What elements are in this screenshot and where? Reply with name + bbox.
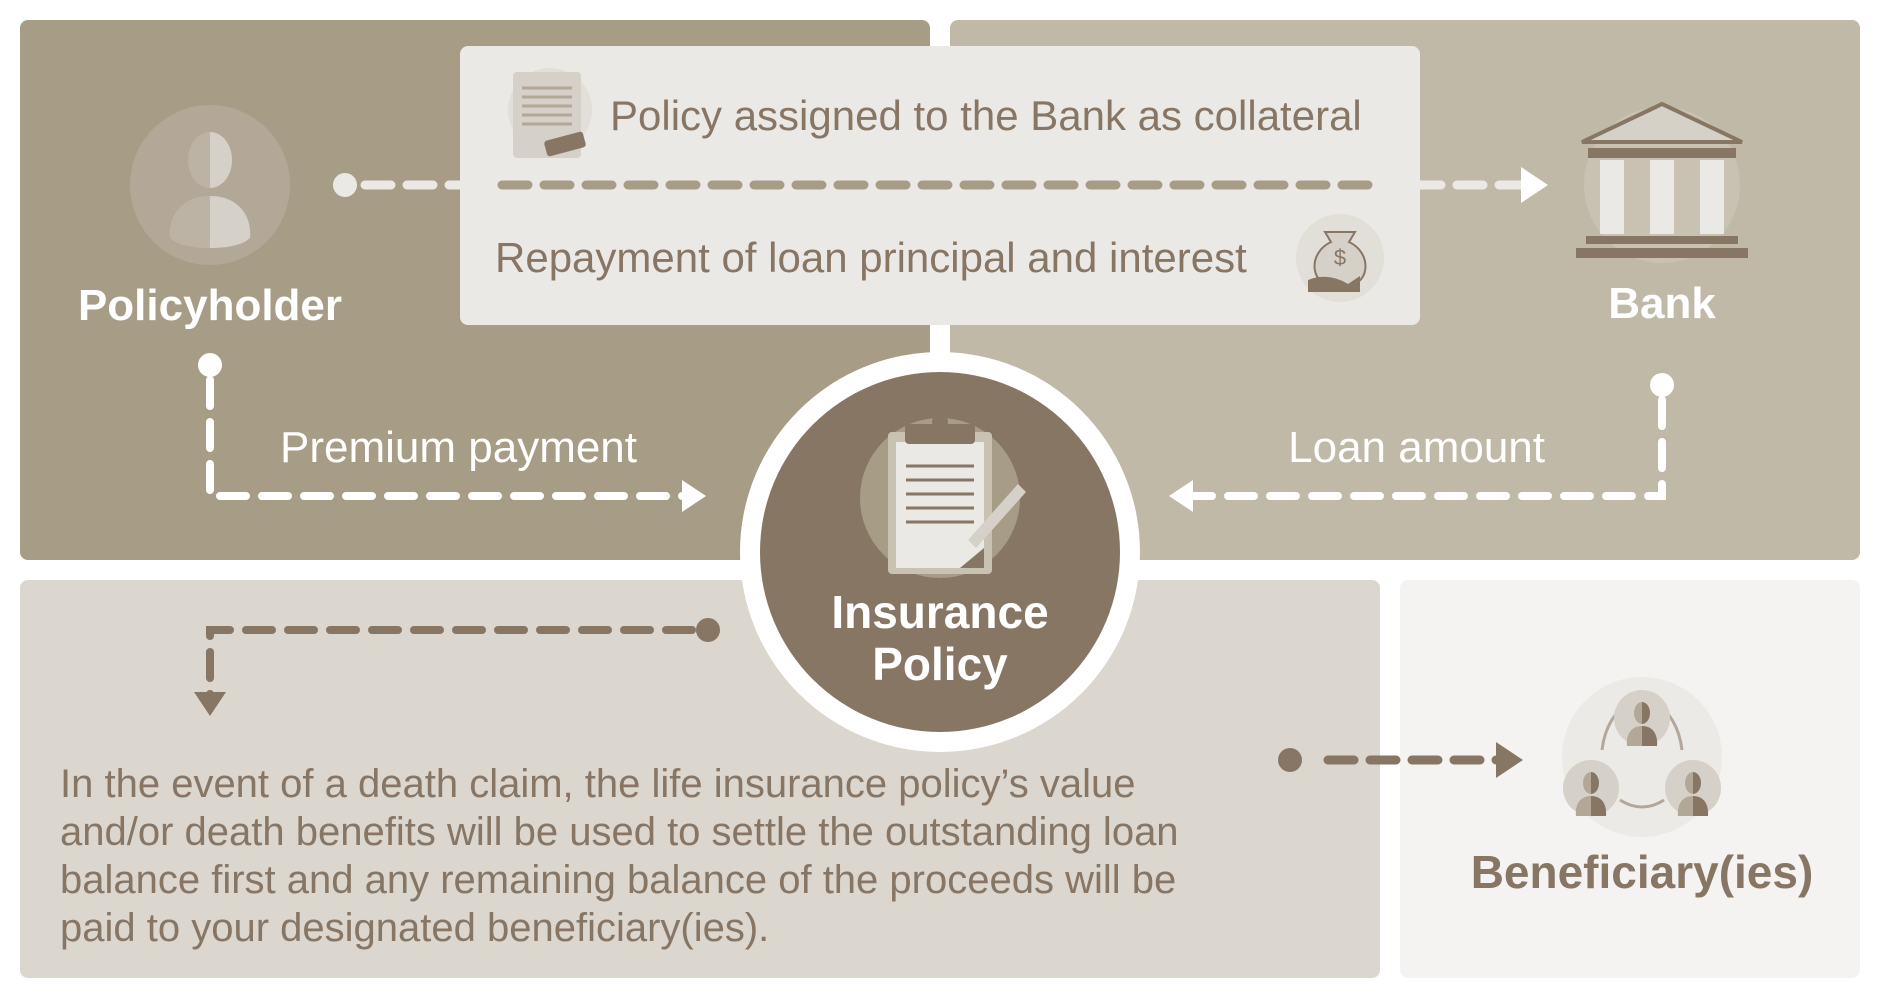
policy-label-line2: Policy: [872, 638, 1008, 690]
note-line: In the event of a death claim, the life …: [60, 762, 1135, 806]
svg-text:$: $: [1334, 245, 1346, 270]
note-line: and/or death benefits will be used to se…: [60, 810, 1179, 854]
policyholder-label: Policyholder: [78, 281, 342, 330]
bank-icon: [1576, 101, 1748, 263]
note-line: balance first and any remaining balance …: [60, 858, 1176, 902]
beneficiaries-label: Beneficiary(ies): [1471, 846, 1814, 898]
premium-label: Premium payment: [280, 423, 637, 472]
person-icon: [130, 105, 290, 265]
loan-connector: [1169, 373, 1674, 512]
premium-connector: [198, 353, 706, 512]
clipboard-icon: [860, 414, 1026, 578]
group-icon: [1562, 677, 1722, 837]
repayment-label: Repayment of loan principal and interest: [495, 234, 1247, 281]
document-icon: [508, 68, 592, 158]
money-bag-icon: $: [1296, 214, 1384, 302]
bank-label: Bank: [1608, 279, 1716, 328]
death-claim-connector: [194, 618, 720, 716]
assignment-label: Policy assigned to the Bank as collatera…: [610, 92, 1362, 139]
note-line: paid to your designated beneficiary(ies)…: [60, 906, 769, 950]
beneficiary-connector: [1278, 742, 1523, 778]
policy-label-line1: Insurance: [831, 586, 1048, 638]
loan-label: Loan amount: [1288, 423, 1545, 472]
death-claim-note: In the event of a death claim, the life …: [60, 762, 1179, 950]
